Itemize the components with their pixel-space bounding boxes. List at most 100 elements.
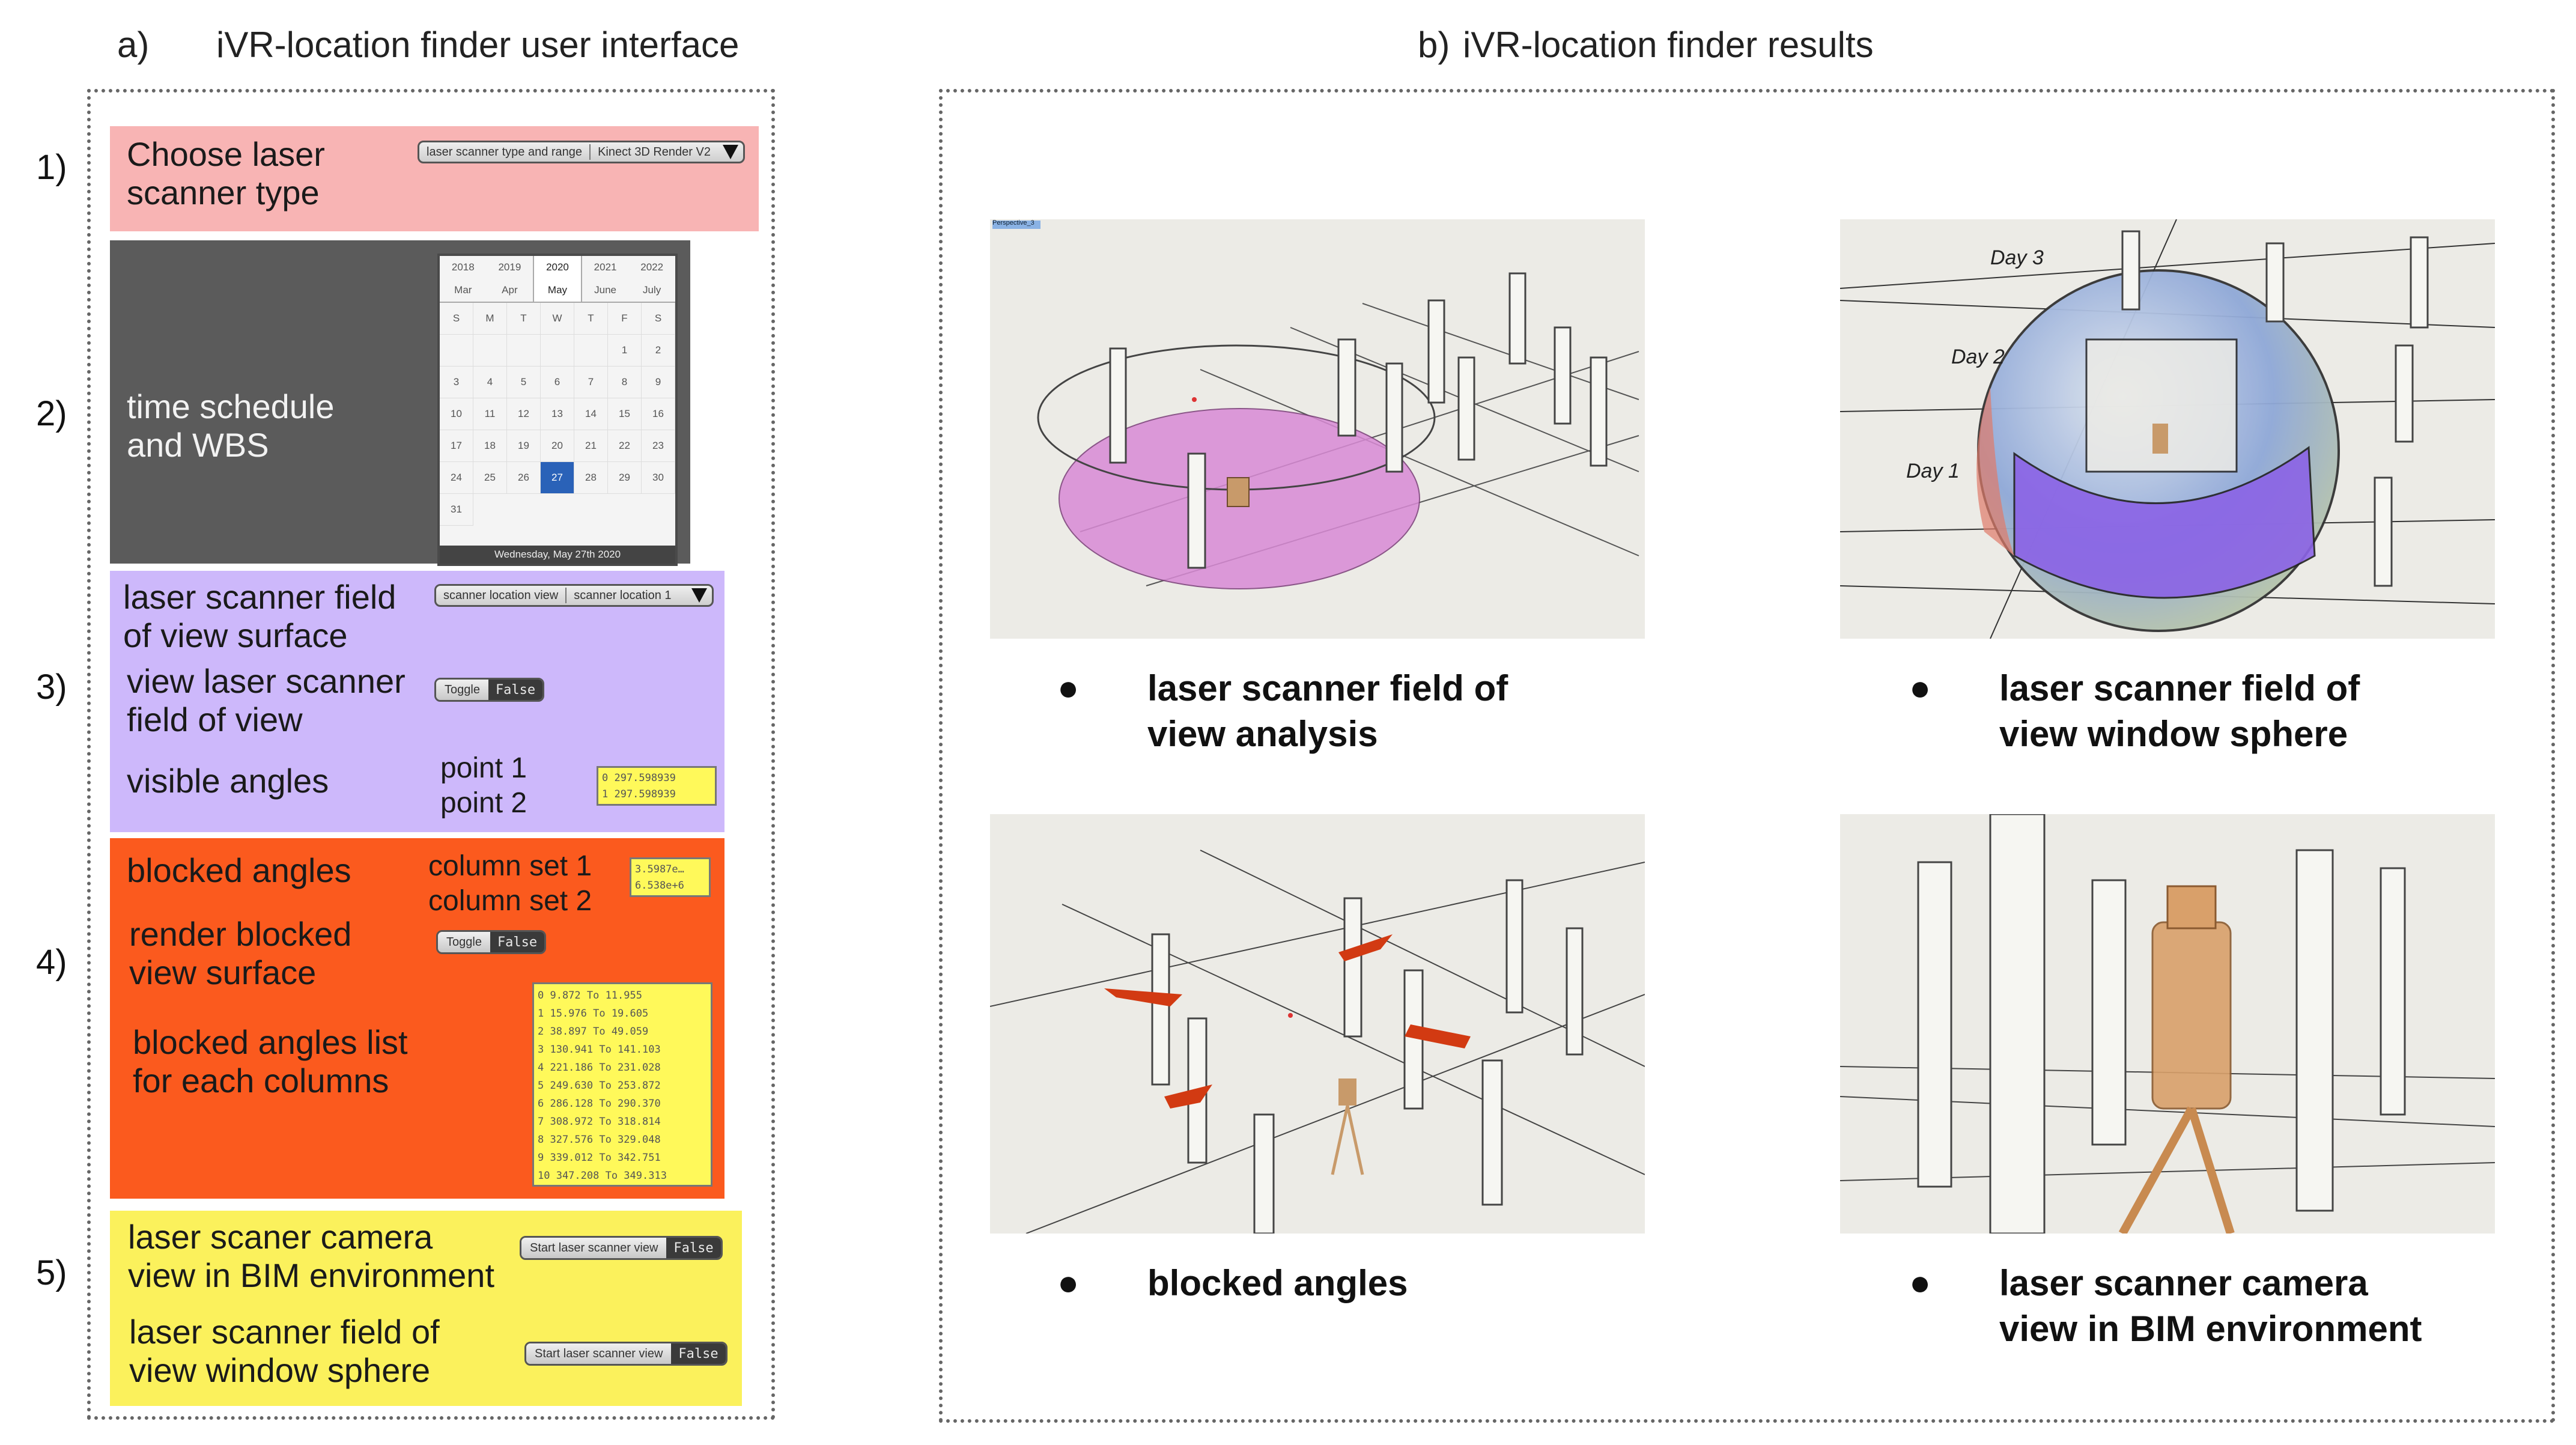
window-sphere-render: Day 3 Day 2 Day 1 <box>1840 219 2495 639</box>
scanner-type-dropdown-name: laser scanner type and range <box>427 145 583 159</box>
calendar-day[interactable]: 21 <box>574 430 608 462</box>
view-fov-toggle[interactable]: Toggle False <box>434 678 545 702</box>
calendar-day[interactable]: 18 <box>473 430 507 462</box>
scanner-type-label: Choose laser scanner type <box>127 135 325 211</box>
calendar-day[interactable]: 20 <box>541 430 574 462</box>
calendar-day[interactable]: 10 <box>440 398 473 430</box>
toggle-value: False <box>488 680 543 700</box>
calendar-day <box>574 335 608 367</box>
calendar-day[interactable]: 4 <box>473 367 507 398</box>
calendar-day[interactable]: 24 <box>440 462 473 494</box>
calendar-month[interactable]: May <box>533 279 582 302</box>
calendar-year[interactable]: 2018 <box>451 261 475 273</box>
calendar-month[interactable]: June <box>594 284 617 296</box>
calendar-day[interactable]: 16 <box>642 398 675 430</box>
calendar-day[interactable]: 7 <box>574 367 608 398</box>
calendar-day[interactable]: 6 <box>541 367 574 398</box>
calendar-day[interactable]: 5 <box>507 367 541 398</box>
section-a-letter: a) <box>117 25 150 65</box>
step-4-number: 4) <box>36 943 67 982</box>
calendar-day[interactable]: 3 <box>440 367 473 398</box>
calendar-year[interactable]: 2021 <box>594 261 617 273</box>
calendar-weekday: T <box>574 303 608 335</box>
chevron-down-icon <box>691 588 707 603</box>
button-label: Start laser scanner view <box>521 1238 667 1258</box>
bullet-icon: ● <box>1909 1262 1931 1303</box>
calendar-day[interactable]: 25 <box>473 462 507 494</box>
calendar-day[interactable]: 28 <box>574 462 608 494</box>
calendar-day <box>473 335 507 367</box>
calendar-years[interactable]: 2018 2019 2020 2021 2022 <box>440 256 675 279</box>
calendar-day[interactable]: 14 <box>574 398 608 430</box>
calendar-day <box>541 335 574 367</box>
day-2-label: Day 2 <box>1951 345 2005 368</box>
calendar-months[interactable]: Mar Apr May June July <box>440 279 675 302</box>
step-1-panel: Choose laser scanner type laser scanner … <box>110 126 759 231</box>
scanner-type-dropdown-value: Kinect 3D Render V2 <box>598 145 711 159</box>
bullet-icon: ● <box>1057 1262 1080 1303</box>
view-fov-label: view laser scanner field of view <box>127 662 406 738</box>
button-value: False <box>671 1343 726 1364</box>
render-blocked-toggle[interactable]: Toggle False <box>436 930 547 954</box>
calendar-day[interactable]: 27 <box>541 462 574 494</box>
calendar-day[interactable]: 9 <box>642 367 675 398</box>
calendar-weekday: F <box>608 303 642 335</box>
blocked-list-label: blocked angles list for each columns <box>133 1023 408 1100</box>
day-3-label: Day 3 <box>1990 246 2044 269</box>
toggle-value: False <box>490 932 545 952</box>
calendar-year[interactable]: 2022 <box>640 261 664 273</box>
step-4-panel: blocked angles column set 1 column set 2… <box>110 838 724 1199</box>
calendar-day[interactable]: 22 <box>608 430 642 462</box>
calendar-day[interactable]: 26 <box>507 462 541 494</box>
calendar-day[interactable]: 13 <box>541 398 574 430</box>
step-3-number: 3) <box>36 668 67 707</box>
fov-analysis-caption: laser scanner field of view analysis <box>1147 668 1508 754</box>
calendar-day[interactable]: 19 <box>507 430 541 462</box>
calendar-weekday: T <box>507 303 541 335</box>
step-3-panel: laser scanner field of view surface scan… <box>110 571 724 832</box>
calendar-day[interactable]: 11 <box>473 398 507 430</box>
calendar-day[interactable]: 8 <box>608 367 642 398</box>
calendar-day[interactable]: 17 <box>440 430 473 462</box>
camera-view-label: laser scaner camera view in BIM environm… <box>128 1218 495 1294</box>
day-1-label: Day 1 <box>1906 460 1960 482</box>
visible-angles-panel: 0 297.598939 1 297.598939 <box>597 766 717 806</box>
section-b-title: iVR-location finder results <box>1463 25 1874 65</box>
scanner-type-dropdown[interactable]: laser scanner type and range Kinect 3D R… <box>418 141 745 163</box>
points-label: point 1 point 2 <box>440 752 527 819</box>
calendar-day[interactable]: 23 <box>642 430 675 462</box>
step-5-number: 5) <box>36 1253 67 1292</box>
calendar-day[interactable]: 15 <box>608 398 642 430</box>
blocked-angles-label: blocked angles <box>127 851 351 889</box>
calendar-day <box>507 335 541 367</box>
blocked-angles-list[interactable]: 0 9.872 To 11.955 1 15.976 To 19.605 2 3… <box>532 982 712 1187</box>
calendar-month[interactable]: July <box>643 284 661 296</box>
calendar-day[interactable]: 31 <box>440 494 473 526</box>
step-1-number: 1) <box>36 148 67 187</box>
calendar-day[interactable]: 12 <box>507 398 541 430</box>
calendar-month[interactable]: Mar <box>454 284 472 296</box>
scanner-location-dropdown-name: scanner location view <box>443 588 559 602</box>
calendar-day[interactable]: 2 <box>642 335 675 367</box>
button-label: Start laser scanner view <box>526 1343 672 1364</box>
calendar-selected-date: Wednesday, May 27th 2020 <box>440 546 675 564</box>
start-sphere-view-button[interactable]: Start laser scanner view False <box>524 1342 728 1366</box>
calendar-weekday: S <box>440 303 473 335</box>
calendar-day[interactable]: 30 <box>642 462 675 494</box>
chevron-down-icon <box>723 145 738 159</box>
column-sets-label: column set 1 column set 2 <box>428 850 592 917</box>
viewport-tag: Perspective_3 <box>992 219 1034 227</box>
calendar-month[interactable]: Apr <box>502 284 518 296</box>
calendar-day[interactable]: 29 <box>608 462 642 494</box>
calendar-weekday: S <box>642 303 675 335</box>
bullet-icon: ● <box>1057 668 1080 708</box>
calendar-weekday: W <box>541 303 574 335</box>
calendar-day[interactable]: 1 <box>608 335 642 367</box>
scanner-location-dropdown[interactable]: scanner location view scanner location 1 <box>434 584 714 607</box>
camera-view-caption: laser scanner camera view in BIM environ… <box>1999 1263 2422 1349</box>
calendar-year[interactable]: 2020 <box>533 256 582 279</box>
start-camera-view-button[interactable]: Start laser scanner view False <box>520 1236 723 1260</box>
calendar-year[interactable]: 2019 <box>498 261 521 273</box>
